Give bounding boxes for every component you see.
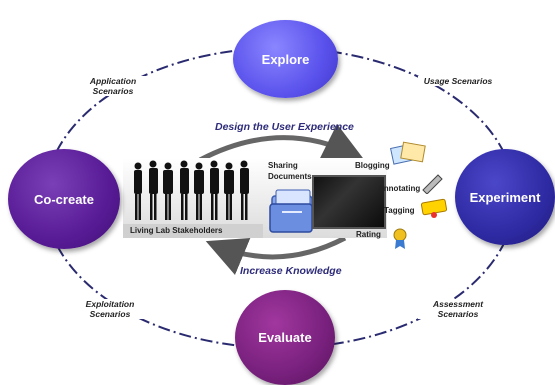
annotate-pen-icon: [422, 174, 443, 194]
blog-notes-icon: [390, 141, 426, 165]
increase-knowledge-label: Increase Knowledge: [240, 265, 342, 277]
assessment-scenarios-label: Assessment Scenarios: [418, 299, 498, 319]
annotating-label: Annotating: [378, 184, 421, 193]
usage-scenarios-label: Usage Scenarios: [418, 76, 498, 86]
exploitation-scenarios-label: Exploitation Scenarios: [70, 299, 150, 319]
explore-node: Explore: [233, 20, 338, 98]
application-scenarios-label: Application Scenarios: [73, 76, 153, 96]
stakeholders-label: Living Lab Stakeholders: [130, 226, 223, 235]
evaluate-label: Evaluate: [258, 330, 312, 345]
explore-label: Explore: [261, 51, 310, 67]
evaluate-node: Evaluate: [235, 290, 335, 385]
tagging-label: Tagging: [384, 206, 415, 215]
blogging-label: Blogging: [355, 161, 390, 170]
experiment-label: Experiment: [469, 189, 541, 205]
cocreate-node: Co-create: [8, 149, 120, 249]
experiment-node: Experiment: [455, 149, 555, 245]
sharing-documents-label: Sharing Documents: [268, 161, 312, 181]
tag-label-icon: [420, 198, 448, 218]
design-experience-label: Design the User Experience: [215, 121, 354, 133]
computer-screen: [312, 175, 386, 229]
cocreate-label: Co-create: [34, 191, 94, 207]
design-arrow: [198, 123, 364, 163]
knowledge-arrow: [205, 235, 347, 275]
documents-folder-icon: [269, 189, 313, 233]
rating-label: Rating: [356, 230, 381, 239]
stakeholder-figures: [134, 160, 249, 220]
rating-ribbon-icon: [393, 228, 407, 249]
stakeholders-bar: [123, 224, 263, 238]
